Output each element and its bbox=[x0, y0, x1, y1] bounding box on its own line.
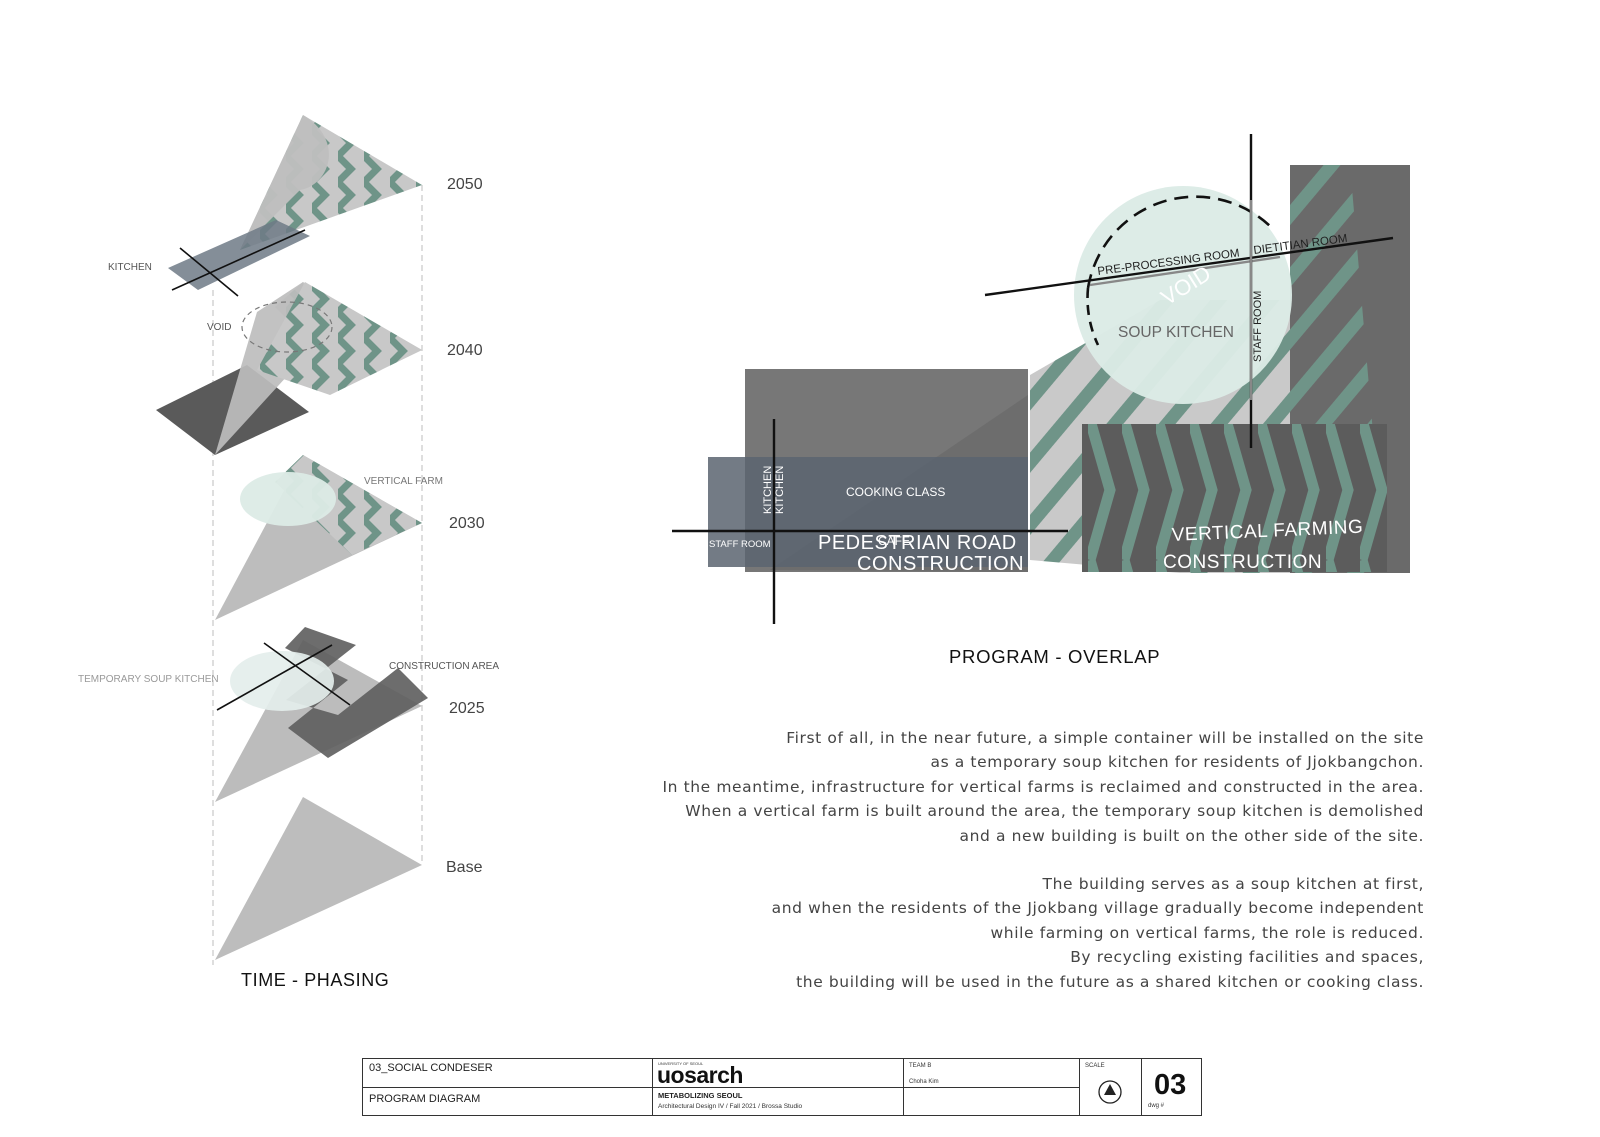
base-layer bbox=[215, 797, 422, 960]
time-phasing-diagram: 2050 2040 2030 2025 Base KITCHEN VOID VE… bbox=[78, 115, 499, 990]
year-label-2025: 2025 bbox=[449, 700, 485, 717]
label-construction-right: CONSTRUCTION bbox=[1163, 552, 1322, 573]
chevron-band-2040 bbox=[257, 282, 422, 395]
description-line: First of all, in the near future, a simp… bbox=[786, 729, 1424, 747]
year-label-2040: 2040 bbox=[447, 342, 483, 359]
description-line: In the meantime, infrastructure for vert… bbox=[662, 777, 1424, 796]
course-title: METABOLIZING SEOUL bbox=[658, 1091, 743, 1100]
north-arrow-icon bbox=[1098, 1080, 1122, 1104]
description-line: and when the residents of the Jjokbang v… bbox=[771, 899, 1424, 918]
construction-area-shape bbox=[285, 627, 428, 758]
label-kitchen-2: KITCHEN bbox=[774, 466, 786, 514]
void-inner-axis bbox=[1089, 255, 1281, 287]
vertical-farm-circle bbox=[240, 472, 336, 526]
time-phasing-title: TIME - PHASING bbox=[241, 970, 389, 990]
drawing-name: PROGRAM DIAGRAM bbox=[369, 1093, 481, 1105]
label-kitchen-1: KITCHEN bbox=[762, 466, 774, 514]
team-label: TEAM B bbox=[909, 1063, 932, 1069]
kitchen-cooking-block bbox=[708, 457, 1028, 567]
description-line: By recycling existing facilities and spa… bbox=[1070, 948, 1424, 967]
label-cooking-class: COOKING CLASS bbox=[846, 485, 945, 499]
void-dashed-circle bbox=[241, 301, 333, 353]
university-name: UNIVERSITY OF SEOUL bbox=[658, 1061, 704, 1066]
year-label-2030: 2030 bbox=[449, 515, 485, 532]
scale-label: SCALE bbox=[1085, 1063, 1105, 1069]
description-paragraph-2: The building serves as a soup kitchen at… bbox=[640, 872, 1424, 994]
description-text: First of all, in the near future, a simp… bbox=[640, 726, 1424, 1018]
author-name: Choha Kim bbox=[909, 1079, 939, 1085]
sheet-number: 03 bbox=[1154, 1069, 1187, 1101]
description-line: When a vertical farm is built around the… bbox=[685, 802, 1424, 821]
year-label-base: Base bbox=[446, 859, 483, 876]
description-line: and a new building is built on the other… bbox=[959, 826, 1424, 845]
axis-line-2050-b bbox=[179, 247, 239, 297]
vertical-farming-construction-block bbox=[1082, 424, 1387, 572]
void-dashed-arc bbox=[1086, 195, 1273, 289]
program-overlap-diagram: PRE-PROCESSING ROOM DIETITIAN ROOM VOID … bbox=[672, 134, 1410, 667]
program-overlap-title: PROGRAM - OVERLAP bbox=[949, 646, 1160, 667]
title-block: 03_SOCIAL CONDESER PROGRAM DIAGRAM UNIVE… bbox=[362, 1058, 1202, 1116]
description-line: while farming on vertical farms, the rol… bbox=[990, 923, 1424, 942]
axis-line-2025-a bbox=[216, 644, 333, 711]
layer-2050-site bbox=[240, 115, 422, 250]
description-line: as a temporary soup kitchen for resident… bbox=[930, 753, 1424, 772]
label-temporary-soup-kitchen: TEMPORARY SOUP KITCHEN bbox=[78, 674, 219, 685]
description-line: the building will be used in the future … bbox=[796, 972, 1424, 991]
label-void: VOID bbox=[207, 322, 231, 333]
horizontal-axis-upper bbox=[984, 236, 1394, 297]
label-soup-kitchen: SOUP KITCHEN bbox=[1118, 324, 1234, 341]
sheet-label: dwg # bbox=[1148, 1103, 1165, 1109]
uosarch-logo: uosarch bbox=[657, 1062, 743, 1088]
label-staff-room-right: STAFF ROOM bbox=[1252, 291, 1264, 362]
axis-line-2050-a bbox=[171, 229, 306, 291]
description-paragraph-1: First of all, in the near future, a simp… bbox=[640, 726, 1424, 848]
void-dashed-arc-lower bbox=[1086, 287, 1100, 346]
label-construction-left: CONSTRUCTION bbox=[857, 553, 1024, 575]
kitchen-plane bbox=[168, 220, 310, 290]
label-vertical-farm: VERTICAL FARM bbox=[364, 476, 443, 487]
temporary-soup-kitchen-circle bbox=[230, 651, 334, 711]
axis-line-2025-b bbox=[263, 642, 351, 706]
void-circle bbox=[1074, 186, 1292, 404]
layer-2050-gray bbox=[240, 115, 329, 250]
course-subtitle: Architectural Design IV / Fall 2021 / Br… bbox=[658, 1103, 803, 1110]
year-label-2050: 2050 bbox=[447, 176, 483, 193]
label-pedestrian-road: PEDESTRIAN ROAD bbox=[818, 532, 1017, 554]
label-cafe: CAFE bbox=[878, 534, 910, 548]
label-kitchen: KITCHEN bbox=[108, 262, 152, 273]
label-staff-room-left: STAFF ROOM bbox=[709, 539, 771, 550]
label-construction-area: CONSTRUCTION AREA bbox=[389, 661, 499, 672]
project-name: 03_SOCIAL CONDESER bbox=[369, 1062, 493, 1074]
description-line: The building serves as a soup kitchen at… bbox=[1042, 875, 1424, 894]
